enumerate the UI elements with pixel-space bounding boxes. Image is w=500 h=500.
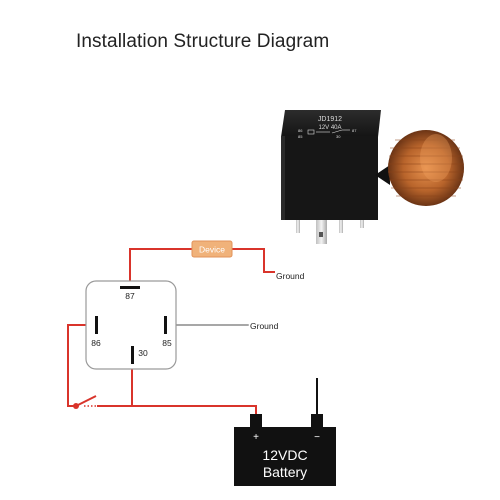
relay-pin [360, 220, 364, 228]
relay-photo: JD1912 12V 40A 86 87 85 30 [281, 110, 381, 244]
coil-closeup [388, 130, 464, 206]
callout-pointer [375, 165, 390, 185]
relay-print-pin-87: 87 [352, 128, 357, 133]
ground-label-device: Ground [276, 271, 305, 281]
wire-pin86-to-switch [67, 324, 87, 407]
relay-pin [296, 220, 300, 233]
battery-terminal-minus [311, 414, 323, 428]
battery-voltage: 12VDC [262, 447, 307, 463]
coil-closeup-circle [388, 130, 464, 206]
relay-schematic: 87 86 85 30 [85, 280, 177, 370]
battery-name: Battery [263, 464, 307, 480]
relay-pin-30-mark [131, 346, 134, 364]
relay-pin-87-label: 87 [125, 291, 135, 301]
wires [67, 248, 318, 421]
relay-schematic-print [307, 129, 350, 135]
device-box [191, 240, 233, 258]
relay-pin-86-label: 86 [91, 338, 101, 348]
ground-label-pin85: Ground [250, 321, 279, 331]
relay-pin-85-label: 85 [162, 338, 172, 348]
switch-lever [75, 395, 97, 407]
relay-pin [339, 220, 343, 233]
battery-minus-sign: − [314, 432, 320, 443]
battery-body [234, 427, 336, 486]
battery-plus-sign: + [253, 432, 259, 443]
relay-outline [85, 280, 177, 370]
relay-pin-86-mark [95, 316, 98, 334]
relay-print-pin-85: 85 [298, 134, 303, 139]
relay-pin-85-mark [164, 316, 167, 334]
diagram-title: Installation Structure Diagram [76, 31, 330, 52]
battery-terminal-plus [250, 414, 262, 428]
relay-body [281, 136, 378, 220]
relay-rating-text: 12V 40A [318, 125, 341, 131]
wire-device-to-ground [231, 248, 275, 273]
wire-pin87-to-device [129, 248, 193, 284]
relay-pin-30-label: 30 [138, 348, 148, 358]
relay-print-pin-86: 86 [298, 128, 303, 133]
battery: + − 12VDC Battery [234, 414, 336, 486]
device: Device [191, 240, 233, 258]
relay-print-pin-30: 30 [336, 134, 341, 139]
relay-pin-87-mark [120, 286, 140, 289]
switch [73, 395, 97, 409]
relay-top-face [281, 110, 381, 137]
relay-model-text: JD1912 [318, 116, 342, 123]
device-label: Device [199, 245, 225, 255]
